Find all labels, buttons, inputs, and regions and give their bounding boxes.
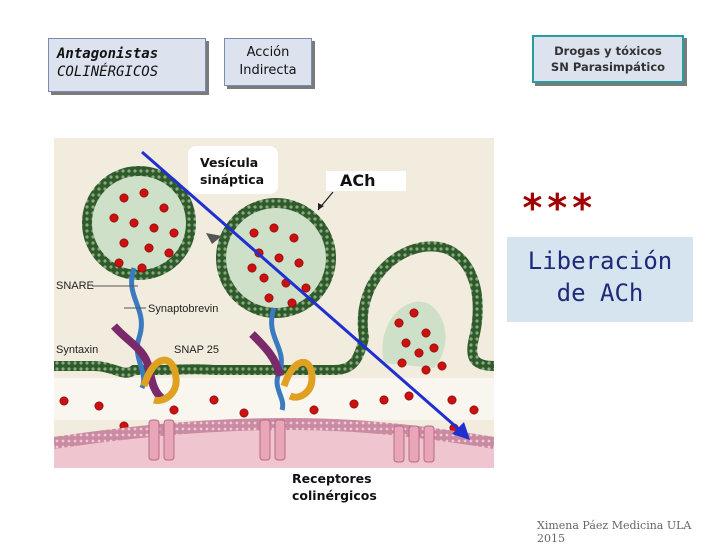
antagonistas-colinergicos-box: Antagonistas COLINÉRGICOS [48,38,206,92]
vesicle-left [82,166,196,280]
ach-molecule [287,298,297,308]
ach-molecule [239,408,249,418]
ach-molecule [414,348,424,358]
ach-molecule [349,399,359,409]
ach-label: ACh [326,171,406,191]
ach-molecule [274,253,284,263]
snap25-label: SNAP 25 [174,344,219,356]
liberacion-ach-callout: Liberación de ACh [507,237,693,322]
author-credit: Ximena Páez Medicina ULA 2015 [537,519,692,545]
ach-molecule [421,328,431,338]
ach-molecule [397,358,407,368]
receptor-right [393,425,435,463]
ach-molecule [394,318,404,328]
ach-molecule [94,401,104,411]
ach-molecule [149,223,159,233]
ach-molecule [129,218,139,228]
ach-molecule [447,395,457,405]
vesicula-sinaptica-label: Vesícula sináptica [188,146,278,194]
ach-molecule [404,391,414,401]
vesicula-text: Vesícula [200,155,259,170]
ach-molecule [254,248,264,258]
ach-molecule [144,243,154,253]
indirecta-label: Indirecta [239,63,297,78]
colinergicos-subtitle: COLINÉRGICOS [57,64,159,80]
accion-indirecta-box: Acción Indirecta [224,38,312,86]
receptores-text: Receptores [292,471,372,486]
accion-label: Acción [246,45,290,60]
ach-molecule [264,293,274,303]
ach-molecule [119,193,129,203]
antagonistas-title: Antagonistas [57,46,159,62]
receptores-colinergicos-label: Receptores colinérgicos [292,470,377,504]
sn-parasimpatico-label: SN Parasimpático [550,60,666,74]
ach-molecule [421,365,431,375]
ach-molecule [289,233,299,243]
ach-molecule [301,283,311,293]
ach-molecule [109,213,119,223]
ach-molecule [59,396,69,406]
ach-molecule [309,405,319,415]
ach-molecule [209,395,219,405]
ach-molecule [169,228,179,238]
colinergicos-text: colinérgicos [292,488,377,503]
ach-molecule [437,361,447,371]
sinaptica-text: sináptica [200,172,265,187]
ach-molecule [169,405,179,415]
ach-molecule [249,228,259,238]
ach-molecule [379,395,389,405]
ach-molecule [119,238,129,248]
de-ach-text: de ACh [556,279,644,307]
ach-molecule [247,263,257,273]
ach-molecule [159,203,169,213]
emphasis-stars: *** [521,186,596,230]
synaptobrevin-label: Synaptobrevin [148,303,218,315]
ach-molecule [429,343,439,353]
drogas-label: Drogas y tóxicos [554,44,662,58]
ach-molecule [281,278,291,288]
ach-molecule [409,308,419,318]
ach-molecule [269,223,279,233]
ach-molecule [164,248,174,258]
ach-molecule [114,258,124,268]
synaptic-cleft [54,378,494,420]
ach-molecule [469,405,479,415]
ach-molecule [137,263,147,273]
ach-molecule [259,273,269,283]
syntaxin-label: Syntaxin [56,344,98,356]
ach-molecule [401,338,411,348]
drogas-toxicos-box: Drogas y tóxicos SN Parasimpático [532,35,684,83]
snare-label: SNARE [56,280,94,292]
ach-molecule [294,258,304,268]
liberacion-text: Liberación [527,247,673,275]
ach-molecule [139,188,149,198]
